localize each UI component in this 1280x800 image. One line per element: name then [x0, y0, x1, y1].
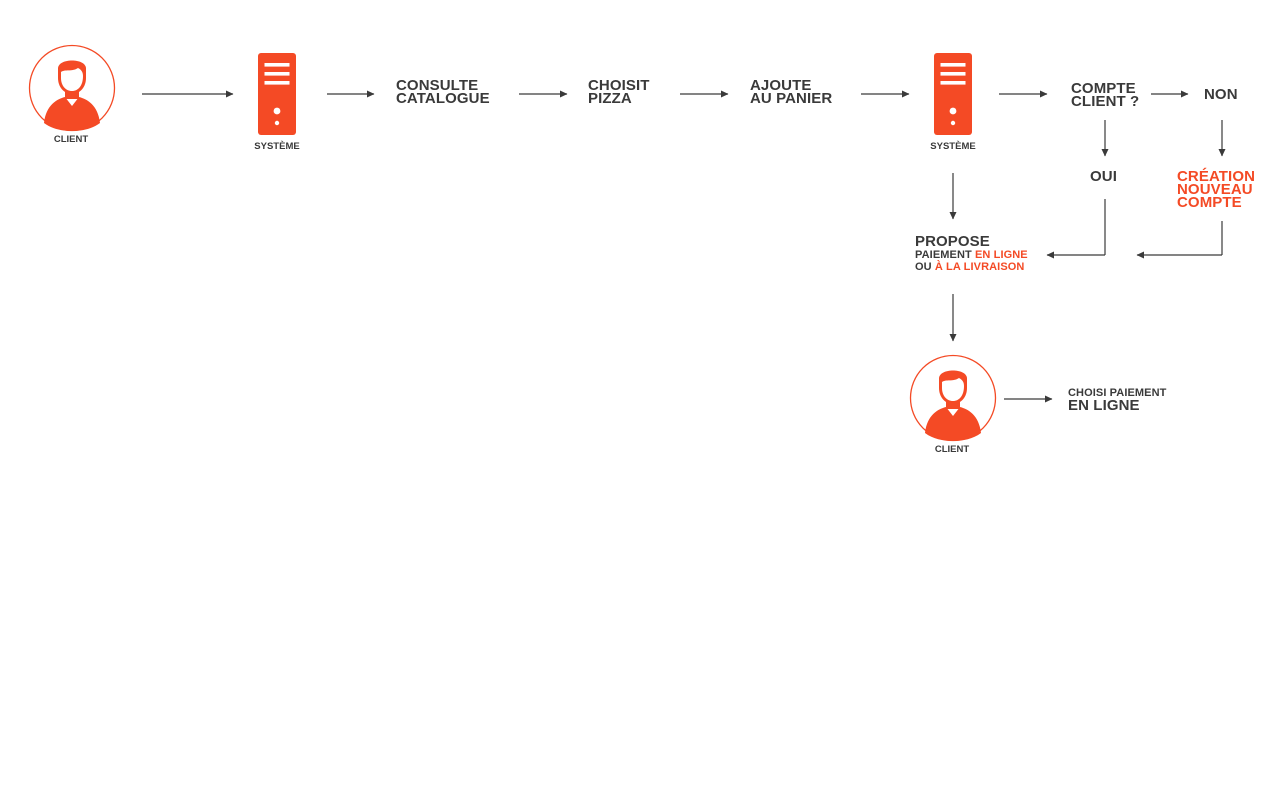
actor-systeme-1: SYSTÈME — [246, 52, 308, 154]
actor-client-bottom: CLIENT — [909, 354, 997, 456]
propose-title: PROPOSE — [915, 233, 990, 250]
step-line: PIZZA — [588, 90, 632, 107]
answer-non: NON — [1204, 86, 1238, 103]
choisi-paiement-small: CHOISI PAIEMENT — [1068, 387, 1167, 399]
decision-compte-client: COMPTE CLIENT ? — [1071, 80, 1140, 110]
propose-line1-b: EN LIGNE — [974, 249, 1028, 261]
step-line: CLIENT ? — [1071, 93, 1140, 110]
actor-label: SYSTÈME — [930, 141, 976, 152]
step-propose-paiement: PROPOSE PAIEMENT EN LIGNE OU À LA LIVRAI… — [915, 233, 1028, 273]
step-line: AJOUTE — [750, 77, 812, 94]
step-line: COMPTE — [1071, 80, 1136, 97]
step-line: CRÉATION — [1177, 168, 1256, 185]
answer-oui: OUI — [1090, 168, 1117, 185]
step-choisit-pizza: CHOISIT PIZZA — [588, 77, 650, 107]
actor-label: CLIENT — [53, 134, 89, 145]
user-avatar-icon — [28, 44, 116, 132]
choisi-paiement-big: EN LIGNE — [1068, 397, 1140, 414]
server-tower-icon — [934, 53, 972, 135]
propose-line2-b: À LA LIVRAISON — [934, 261, 1025, 273]
step-creation-compte: CRÉATION NOUVEAU COMPTE — [1177, 168, 1256, 211]
step-consulte-catalogue: CONSULTE CATALOGUE — [396, 77, 490, 107]
step-line: CHOISIT — [588, 77, 650, 94]
actor-label: SYSTÈME — [254, 141, 300, 152]
server-tower-icon — [258, 53, 296, 135]
propose-line2-a: OU — [915, 261, 935, 273]
actor-label: CLIENT — [934, 444, 970, 455]
step-line: NOUVEAU — [1177, 181, 1253, 198]
step-line: AU PANIER — [750, 90, 833, 107]
step-line: CONSULTE — [396, 77, 479, 94]
actor-client-top: CLIENT — [28, 44, 116, 146]
actor-systeme-2: SYSTÈME — [922, 52, 984, 154]
step-line: COMPTE — [1177, 194, 1242, 211]
propose-line1-a: PAIEMENT — [915, 249, 975, 261]
step-line: CATALOGUE — [396, 90, 490, 107]
step-choisi-paiement: CHOISI PAIEMENT EN LIGNE — [1068, 387, 1166, 413]
step-ajoute-panier: AJOUTE AU PANIER — [750, 77, 833, 107]
user-avatar-icon — [909, 354, 997, 442]
